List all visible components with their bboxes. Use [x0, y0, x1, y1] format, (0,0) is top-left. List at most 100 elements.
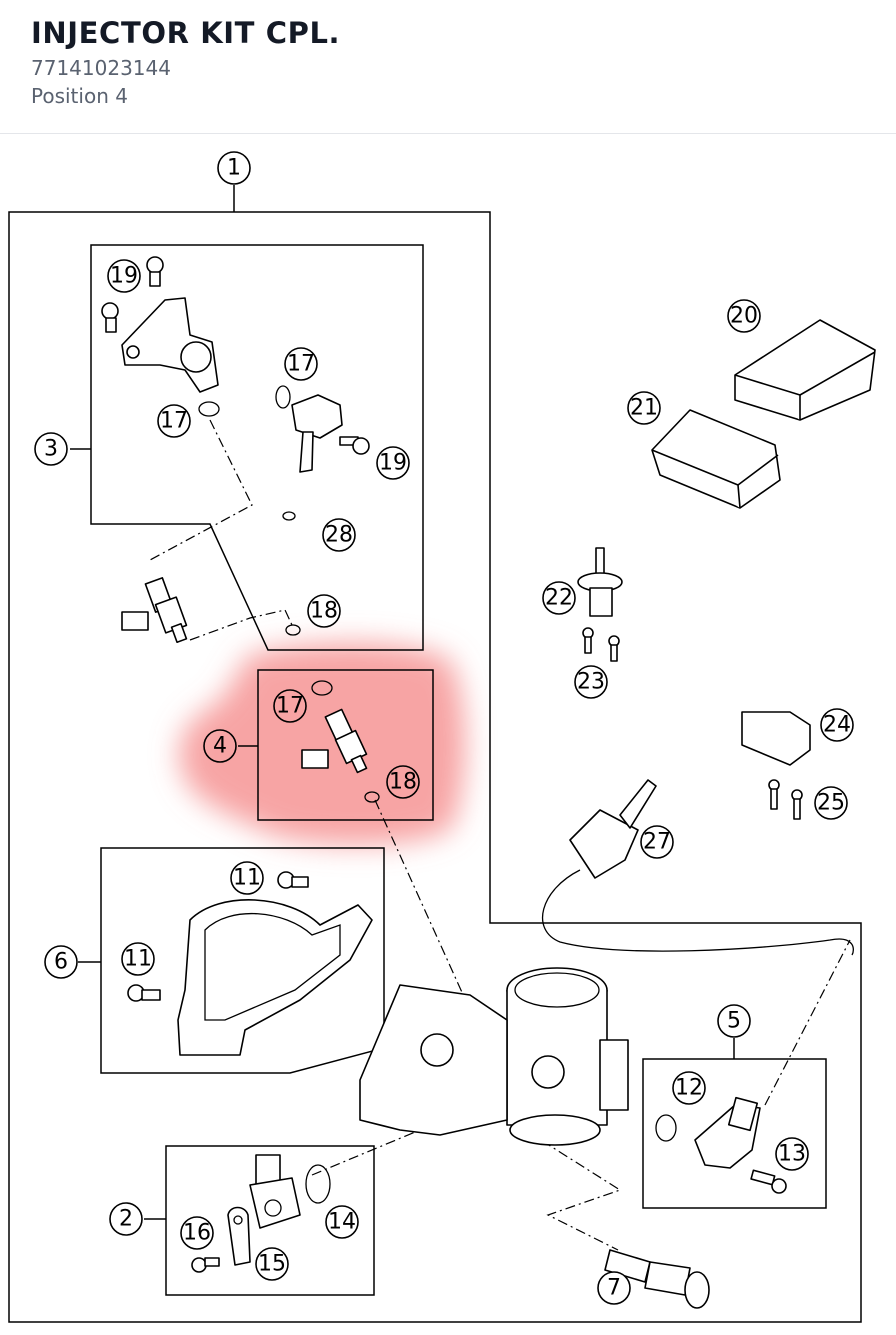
- callout-15[interactable]: 15: [255, 1247, 289, 1281]
- callout-18[interactable]: 18: [386, 765, 420, 799]
- svg-text:6: 6: [54, 950, 68, 975]
- screw-part-19: [339, 436, 370, 455]
- sensor-cable: [542, 869, 854, 956]
- svg-text:23: 23: [577, 670, 605, 695]
- part-number: 77141023144: [31, 56, 171, 80]
- callout-3[interactable]: 3: [34, 432, 68, 466]
- bracket-part-15: [227, 1206, 251, 1266]
- callout-21[interactable]: 21: [627, 391, 661, 425]
- sensor-part-24: [741, 711, 811, 766]
- svg-text:11: 11: [124, 947, 152, 972]
- callout-17[interactable]: 17: [273, 689, 307, 723]
- injector-part: [301, 708, 368, 774]
- clip-part-28: [282, 511, 296, 521]
- svg-text:27: 27: [643, 830, 671, 855]
- callout-18[interactable]: 18: [307, 594, 341, 628]
- svg-text:18: 18: [389, 770, 417, 795]
- callout-1[interactable]: 1: [217, 151, 251, 185]
- exploded-parts-diagram: 1 3 4 6 2 5 7 19 19 17 17 28 18 17 18 20…: [0, 135, 896, 1335]
- svg-text:7: 7: [607, 1276, 621, 1301]
- callout-11[interactable]: 11: [230, 861, 264, 895]
- injector-part: [121, 577, 188, 644]
- svg-text:14: 14: [328, 1210, 356, 1235]
- o-ring-17: [198, 401, 220, 417]
- throttle-body: [359, 967, 629, 1146]
- svg-text:2: 2: [119, 1207, 133, 1232]
- header: INJECTOR KIT CPL. 77141023144 Position 4: [0, 0, 896, 134]
- svg-text:12: 12: [675, 1076, 703, 1101]
- callout-5[interactable]: 5: [717, 1004, 751, 1038]
- screw-part-23: [582, 627, 620, 662]
- cover-part-6: [177, 899, 373, 1056]
- callout-2[interactable]: 2: [109, 1202, 143, 1236]
- group-box-2: [144, 1145, 375, 1296]
- assembly-lines: [149, 419, 851, 1251]
- screw-part-25: [768, 779, 803, 820]
- svg-text:17: 17: [160, 409, 188, 434]
- svg-text:28: 28: [325, 523, 353, 548]
- callout-6[interactable]: 6: [44, 945, 78, 979]
- screw-part-16: [191, 1257, 220, 1273]
- callout-group: 1 3 4 6 2 5 7 19 19 17 17 28 18 17 18 20…: [34, 151, 854, 1305]
- svg-text:17: 17: [287, 352, 315, 377]
- svg-text:19: 19: [379, 451, 407, 476]
- sensor-part-2: [249, 1154, 301, 1229]
- callout-17[interactable]: 17: [284, 347, 318, 381]
- svg-text:20: 20: [730, 304, 758, 329]
- callout-20[interactable]: 20: [727, 299, 761, 333]
- o-ring-14: [305, 1164, 331, 1204]
- sensor-part-27: [569, 779, 657, 879]
- svg-text:19: 19: [110, 264, 138, 289]
- o-ring-17: [275, 385, 291, 409]
- callout-16[interactable]: 16: [180, 1216, 214, 1250]
- fuel-pressure-part: [291, 394, 343, 473]
- screw-part-13: [750, 1169, 787, 1194]
- module-part-21: [651, 409, 781, 509]
- callout-19[interactable]: 19: [107, 259, 141, 293]
- o-ring-18: [285, 624, 301, 636]
- svg-text:13: 13: [778, 1142, 806, 1167]
- callout-27[interactable]: 27: [640, 825, 674, 859]
- group-box-5: [642, 1038, 827, 1209]
- callout-13[interactable]: 13: [775, 1137, 809, 1171]
- o-ring-18: [364, 791, 380, 803]
- callout-11[interactable]: 11: [121, 942, 155, 976]
- callout-7[interactable]: 7: [597, 1271, 631, 1305]
- callout-12[interactable]: 12: [672, 1071, 706, 1105]
- o-ring-12: [655, 1114, 677, 1142]
- valve-part-7: [604, 1249, 710, 1309]
- sensor-part-5: [694, 1096, 761, 1169]
- callout-14[interactable]: 14: [325, 1205, 359, 1239]
- screw-part-19: [101, 256, 164, 333]
- svg-text:4: 4: [213, 734, 227, 759]
- callout-24[interactable]: 24: [820, 708, 854, 742]
- injector-holder-bracket: [121, 297, 219, 393]
- position-label: Position 4: [31, 84, 128, 108]
- svg-text:22: 22: [545, 586, 573, 611]
- svg-text:25: 25: [817, 791, 845, 816]
- group-box-6: [78, 847, 385, 1074]
- svg-text:17: 17: [276, 694, 304, 719]
- callout-22[interactable]: 22: [542, 581, 576, 615]
- ecu-part-20: [734, 319, 876, 421]
- callout-4[interactable]: 4: [203, 729, 237, 763]
- svg-text:5: 5: [727, 1009, 741, 1034]
- callout-19[interactable]: 19: [376, 446, 410, 480]
- svg-text:1: 1: [227, 156, 241, 181]
- svg-text:16: 16: [183, 1221, 211, 1246]
- callout-23[interactable]: 23: [574, 665, 608, 699]
- callout-17[interactable]: 17: [157, 404, 191, 438]
- callout-28[interactable]: 28: [322, 518, 356, 552]
- svg-text:21: 21: [630, 396, 658, 421]
- sensor-part-22: [577, 547, 623, 617]
- callout-25[interactable]: 25: [814, 786, 848, 820]
- o-ring-17: [311, 680, 333, 696]
- svg-text:18: 18: [310, 599, 338, 624]
- outer-frame: [8, 185, 862, 1323]
- svg-text:3: 3: [44, 437, 58, 462]
- group-box-4: [238, 669, 434, 821]
- svg-text:11: 11: [233, 866, 261, 891]
- screw-part-11: [127, 871, 309, 1002]
- part-title: INJECTOR KIT CPL.: [31, 16, 341, 50]
- svg-text:24: 24: [823, 713, 851, 738]
